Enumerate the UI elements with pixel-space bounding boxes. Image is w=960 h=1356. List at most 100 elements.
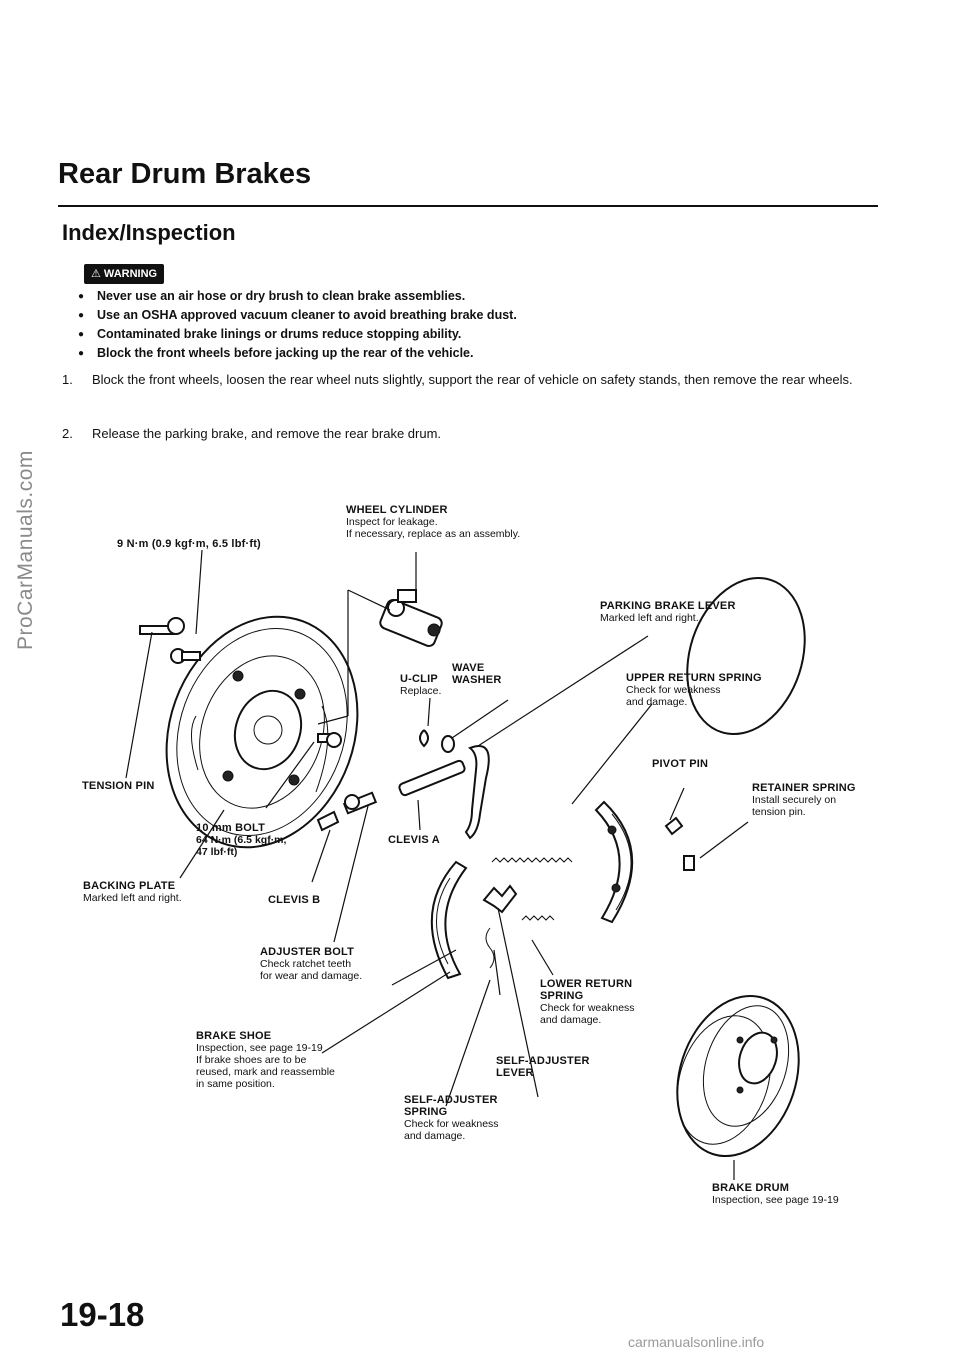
label-title-2: LEVER <box>496 1067 534 1079</box>
label-lower-return-spring: LOWER RETURN SPRING Check for weakness a… <box>540 978 635 1026</box>
label-upper-return-spring: UPPER RETURN SPRING Check for weakness a… <box>626 672 762 708</box>
step-number: 1. <box>62 372 73 387</box>
label-title: 10 mm BOLT <box>196 822 266 834</box>
label-line: Check for weakness <box>404 1118 499 1130</box>
label-title: BRAKE DRUM <box>712 1182 790 1194</box>
page-title: Rear Drum Brakes <box>58 158 312 190</box>
label-line: Marked left and right. <box>600 612 699 624</box>
label-line: 64 N·m (6.5 kgf·m, <box>196 834 287 846</box>
warning-item: Use an OSHA approved vacuum cleaner to a… <box>78 306 517 325</box>
label-line: Inspection, see page 19-19 <box>712 1194 839 1206</box>
label-title: LOWER RETURN <box>540 978 633 990</box>
label-title: CLEVIS A <box>388 834 440 846</box>
label-adjuster-bolt: ADJUSTER BOLT Check ratchet teeth for we… <box>260 946 362 982</box>
label-line: If brake shoes are to be <box>196 1054 307 1066</box>
section-title: Index/Inspection <box>62 220 236 245</box>
label-line: If necessary, replace as an assembly. <box>346 528 521 540</box>
wave-washer-illustration <box>441 735 455 753</box>
label-title: U-CLIP <box>400 673 438 685</box>
warning-list: Never use an air hose or dry brush to cl… <box>78 287 517 363</box>
leader-lines <box>125 549 749 1180</box>
label-tension-pin: TENSION PIN <box>82 780 155 792</box>
label-pivot-pin: PIVOT PIN <box>652 758 708 770</box>
step-2: 2. Release the parking brake, and remove… <box>62 424 862 443</box>
brake-shoe-right-illustration <box>594 800 634 924</box>
label-title: PIVOT PIN <box>652 758 709 770</box>
page-number: 19-18 <box>60 1296 145 1333</box>
label-line: Check for weakness <box>540 1002 635 1014</box>
title-rule <box>58 205 878 207</box>
brake-drum-illustration-2 <box>676 994 800 1158</box>
label-line: 47 lbf·ft) <box>196 846 238 858</box>
label-self-adjuster-spring: SELF-ADJUSTER SPRING Check for weakness … <box>404 1094 499 1142</box>
label-line: and damage. <box>404 1130 466 1142</box>
label-line: reused, mark and reassemble <box>196 1066 335 1078</box>
label-title: WAVE <box>452 662 485 674</box>
label-title: TENSION PIN <box>82 780 155 792</box>
label-u-clip: U-CLIP Replace. <box>400 673 441 697</box>
label-title-2: SPRING <box>404 1106 448 1118</box>
label-clevis-a: CLEVIS A <box>388 834 440 846</box>
u-clip-illustration <box>419 729 429 748</box>
label-parking-brake-lever: PARKING BRAKE LEVER Marked left and righ… <box>600 600 736 624</box>
label-line: tension pin. <box>752 806 806 818</box>
label-brake-shoe: BRAKE SHOE Inspection, see page 19-19 If… <box>196 1030 335 1090</box>
label-line: Marked left and right. <box>83 892 182 904</box>
label-line: and damage. <box>626 696 688 708</box>
label-title: CLEVIS B <box>268 894 321 906</box>
label-line: Check ratchet teeth <box>260 958 352 970</box>
label-line: Replace. <box>400 685 442 697</box>
step-1: 1. Block the front wheels, loosen the re… <box>62 370 862 389</box>
brake-shoe-left-illustration <box>430 860 468 980</box>
label-title: UPPER RETURN SPRING <box>626 672 762 684</box>
label-line: and damage. <box>540 1014 602 1026</box>
label-title: RETAINER SPRING <box>752 782 856 794</box>
lower-return-spring-illustration <box>521 915 555 921</box>
label-title: BACKING PLATE <box>83 880 176 892</box>
label-title: SELF-ADJUSTER <box>404 1094 498 1106</box>
bolt-9nm-illustration <box>139 617 201 664</box>
step-text: Release the parking brake, and remove th… <box>92 426 442 441</box>
self-adjuster-spring-illustration <box>485 927 495 969</box>
adjuster-bolt-illustration <box>316 759 466 832</box>
label-title: PARKING BRAKE LEVER <box>600 600 736 612</box>
brake-drum-illustration <box>686 576 806 736</box>
label-line: Install securely on <box>752 794 837 806</box>
label-line: Check for weakness <box>626 684 721 696</box>
label-clevis-b: CLEVIS B <box>268 894 320 906</box>
label-self-adjuster-lever: SELF-ADJUSTER LEVER <box>496 1055 590 1079</box>
label-title: WHEEL CYLINDER <box>346 504 448 516</box>
label-line: Inspection, see page 19-19 <box>196 1042 323 1054</box>
label-title-2: WASHER <box>452 674 502 686</box>
label-title: SELF-ADJUSTER <box>496 1055 590 1067</box>
brake-exploded-diagram <box>125 549 806 1180</box>
label-title: ADJUSTER BOLT <box>260 946 355 958</box>
label-line: for wear and damage. <box>260 970 363 982</box>
upper-return-spring-illustration <box>491 857 573 863</box>
retainer-spring-illustration <box>683 855 695 871</box>
warning-item: Contaminated brake linings or drums redu… <box>78 325 517 344</box>
label-wheel-cylinder: WHEEL CYLINDER Inspect for leakage. If n… <box>346 504 520 540</box>
label-torque-9: 9 N·m (0.9 kgf·m, 6.5 lbf·ft) <box>117 538 261 550</box>
label-line: Inspect for leakage. <box>346 516 438 528</box>
step-text: Block the front wheels, loosen the rear … <box>92 372 853 387</box>
self-adjuster-lever-illustration <box>482 884 518 914</box>
label-bolt-10mm: 10 mm BOLT 64 N·m (6.5 kgf·m, 47 lbf·ft) <box>196 822 286 858</box>
warning-item: Block the front wheels before jacking up… <box>78 344 517 363</box>
pivot-pin-illustration <box>664 816 684 836</box>
footer-watermark: carmanualsonline.info <box>628 1334 765 1350</box>
label-retainer-spring: RETAINER SPRING Install securely on tens… <box>752 782 856 818</box>
backing-plate-illustration <box>165 615 359 849</box>
label-title: 9 N·m (0.9 kgf·m, 6.5 lbf·ft) <box>117 538 261 550</box>
label-title: BRAKE SHOE <box>196 1030 272 1042</box>
parking-brake-lever-illustration <box>464 745 490 840</box>
label-wave-washer: WAVE WASHER <box>452 662 501 686</box>
wheel-cylinder-illustration <box>379 589 443 647</box>
label-title-2: SPRING <box>540 990 584 1002</box>
warning-badge: ⚠ WARNING <box>84 264 165 284</box>
step-number: 2. <box>62 426 73 441</box>
warning-item: Never use an air hose or dry brush to cl… <box>78 287 517 306</box>
label-brake-drum: BRAKE DRUM Inspection, see page 19-19 <box>712 1182 839 1206</box>
label-line: in same position. <box>196 1078 275 1090</box>
bolt-10mm-illustration <box>317 732 342 748</box>
